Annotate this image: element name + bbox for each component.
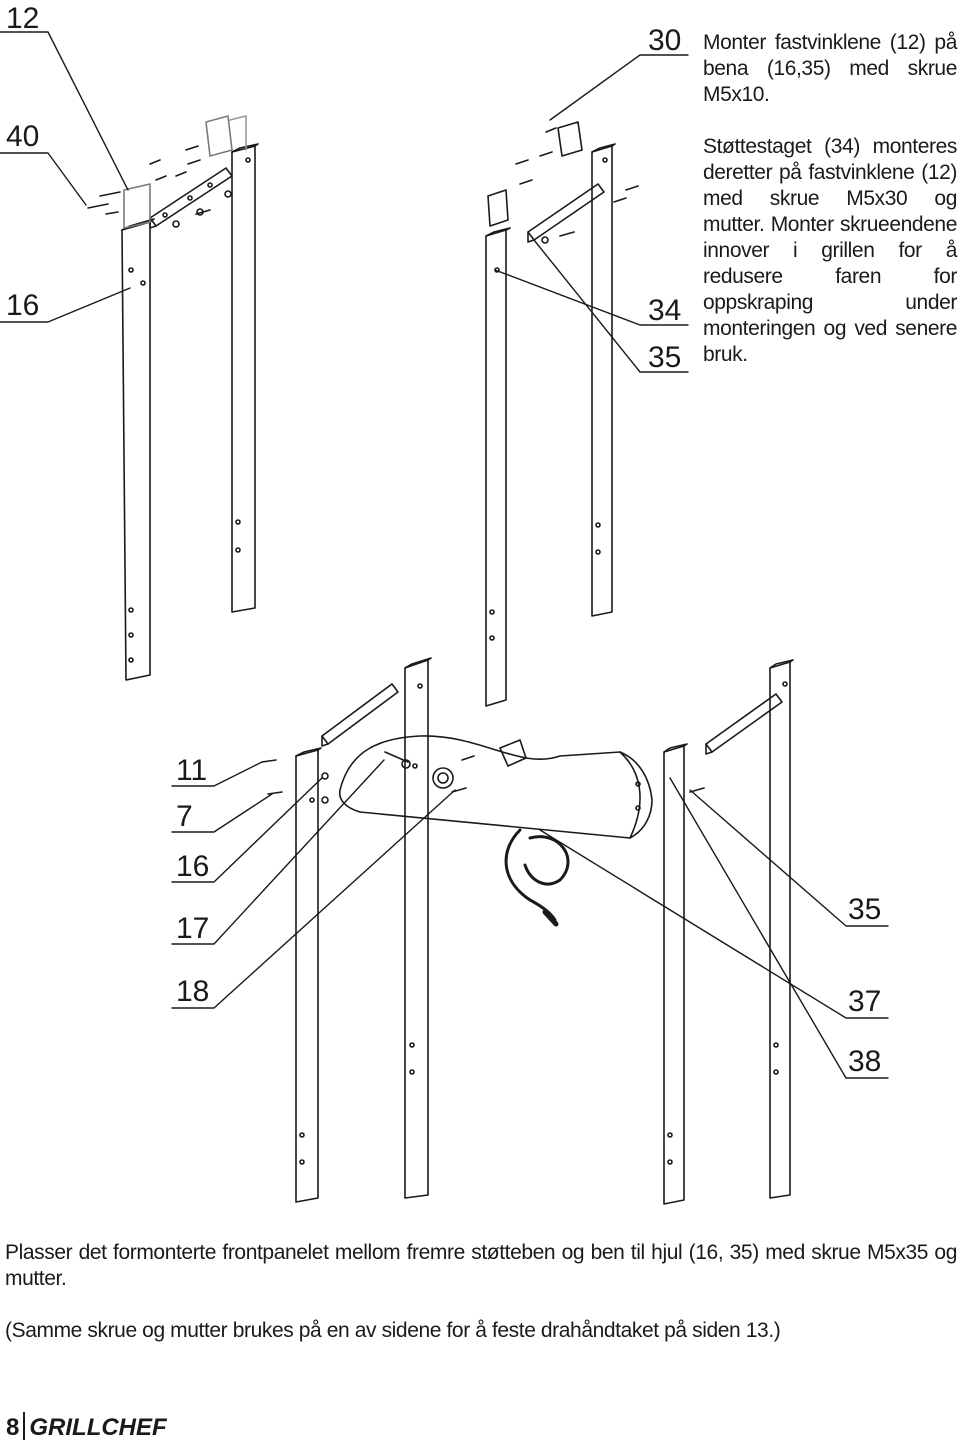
page-number: 8 <box>6 1414 20 1441</box>
top-left-leg-assembly <box>87 115 259 681</box>
top-leader-lines <box>0 31 689 373</box>
callout-35: 35 <box>648 341 682 374</box>
instruction-top-p2: Støttestaget (34) monteres deretter på f… <box>703 135 957 366</box>
gas-hose <box>504 828 570 927</box>
callout-40: 40 <box>6 120 40 153</box>
footer-divider <box>23 1412 26 1440</box>
bottom-leader-lines <box>171 759 889 1079</box>
callout-12: 12 <box>6 2 40 35</box>
brand-name: GRILLCHEF <box>29 1414 167 1441</box>
instruction-bottom-p2: (Samme skrue og mutter brukes på en av s… <box>5 1319 781 1342</box>
callout-16-bottom: 16 <box>176 850 210 883</box>
page-footer: 8 GRILLCHEF <box>6 1412 167 1442</box>
callout-37: 37 <box>848 985 882 1018</box>
instruction-bottom-p1: Plasser det formonterte frontpanelet mel… <box>5 1241 957 1290</box>
callout-17: 17 <box>176 912 210 945</box>
callout-34: 34 <box>648 294 682 327</box>
callout-16: 16 <box>6 289 40 322</box>
bottom-left-leg-assembly <box>261 657 432 1203</box>
instruction-top-p1: Monter fastvinklene (12) på bena (16,35)… <box>703 31 957 106</box>
callout-11: 11 <box>176 754 208 787</box>
instruction-bottom: Plasser det formonterte frontpanelet mel… <box>5 1240 957 1344</box>
bottom-right-leg-assembly <box>663 659 794 1205</box>
callout-35-bottom: 35 <box>848 893 882 926</box>
top-right-leg-assembly <box>485 121 639 707</box>
instruction-top: Monter fastvinklene (12) på bena (16,35)… <box>703 30 957 368</box>
callout-7: 7 <box>176 800 193 833</box>
callout-38: 38 <box>848 1045 882 1078</box>
callout-30: 30 <box>648 24 682 57</box>
callout-18: 18 <box>176 975 210 1008</box>
front-panel <box>338 735 653 839</box>
